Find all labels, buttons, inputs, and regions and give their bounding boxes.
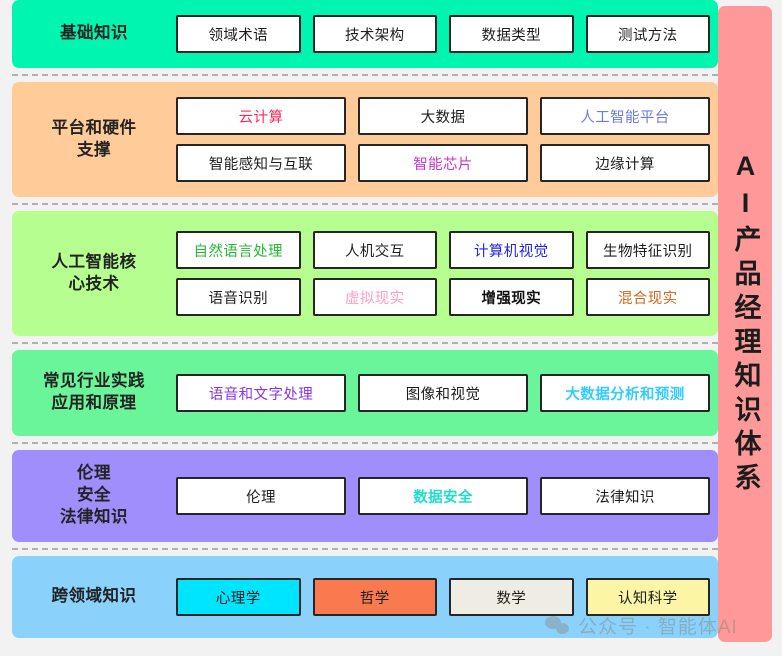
category-row-body: 伦理 安全 法律知识 伦理数据安全法律知识 [12,450,718,542]
topic-grid-line: 领域术语技术架构数据类型测试方法 [176,15,710,53]
category-label: 平台和硬件 支撑 [51,118,137,159]
category-row: 伦理 安全 法律知识 伦理数据安全法律知识 [12,450,718,542]
category-label: 基础知识 [60,24,128,43]
topic-chip[interactable]: 认知科学 [585,578,710,616]
topic-chip[interactable]: 人机交互 [312,231,437,269]
topic-grid: 领域术语技术架构数据类型测试方法 [176,15,718,53]
category-row: 基础知识 领域术语技术架构数据类型测试方法 [12,0,718,68]
category-row: 常见行业实践 应用和原理语音和文字处理图像和视觉大数据分析和预测 [12,350,718,436]
row-stack: 基础知识领域术语技术架构数据类型测试方法平台和硬件 支撑云计算大数据人工智能平台… [12,0,718,656]
topic-chip[interactable]: 自然语言处理 [176,231,301,269]
topic-grid: 自然语言处理人机交互计算机视觉生物特征识别语音识别虚拟现实增强现实混合现实 [176,231,718,316]
topic-grid-line: 自然语言处理人机交互计算机视觉生物特征识别 [176,231,710,269]
vertical-title-bar: AI产品经理知识体系 [718,6,772,642]
topic-chip[interactable]: 混合现实 [585,278,710,316]
topic-chip[interactable]: 大数据 [358,97,528,135]
topic-chip[interactable]: 大数据分析和预测 [540,374,710,412]
row-separator [12,74,718,76]
category-row: 平台和硬件 支撑云计算大数据人工智能平台智能感知与互联智能芯片边缘计算 [12,82,718,197]
topic-chip[interactable]: 数据安全 [358,477,528,515]
category-row: 跨领域知识 心理学哲学数学认知科学 [12,556,718,638]
topic-chip[interactable]: 法律知识 [540,477,710,515]
topic-chip[interactable]: 图像和视觉 [358,374,528,412]
topic-grid: 语音和文字处理图像和视觉大数据分析和预测 [176,374,718,412]
category-row-body: 人工智能核 心技术自然语言处理人机交互计算机视觉生物特征识别语音识别虚拟现实增强… [12,211,718,336]
topic-chip[interactable]: 伦理 [176,477,346,515]
topic-chip[interactable]: 计算机视觉 [449,231,574,269]
topic-chip[interactable]: 语音识别 [176,278,301,316]
category-row-body: 平台和硬件 支撑云计算大数据人工智能平台智能感知与互联智能芯片边缘计算 [12,82,718,197]
category-row-body: 常见行业实践 应用和原理语音和文字处理图像和视觉大数据分析和预测 [12,350,718,436]
category-label: 跨领域知识 [51,587,137,606]
topic-chip[interactable]: 技术架构 [312,15,437,53]
topic-chip[interactable]: 心理学 [176,578,301,616]
topic-chip[interactable]: 哲学 [312,578,437,616]
topic-chip[interactable]: 测试方法 [585,15,710,53]
topic-grid-line: 语音和文字处理图像和视觉大数据分析和预测 [176,374,710,412]
row-separator [12,548,718,550]
category-label: 伦理 安全 法律知识 [60,464,128,526]
topic-chip[interactable]: 云计算 [176,97,346,135]
topic-grid-line: 伦理数据安全法律知识 [176,477,710,515]
topic-chip[interactable]: 领域术语 [176,15,301,53]
topic-grid-line: 语音识别虚拟现实增强现实混合现实 [176,278,710,316]
topic-chip[interactable]: 增强现实 [449,278,574,316]
topic-grid: 心理学哲学数学认知科学 [176,578,718,616]
category-row-body: 基础知识 领域术语技术架构数据类型测试方法 [12,0,718,68]
topic-grid: 云计算大数据人工智能平台智能感知与互联智能芯片边缘计算 [176,97,718,182]
topic-grid-line: 智能感知与互联智能芯片边缘计算 [176,144,710,182]
topic-chip[interactable]: 智能感知与互联 [176,144,346,182]
category-row-body: 跨领域知识 心理学哲学数学认知科学 [12,556,718,638]
category-row: 人工智能核 心技术自然语言处理人机交互计算机视觉生物特征识别语音识别虚拟现实增强… [12,211,718,336]
category-label: 人工智能核 心技术 [51,252,137,293]
row-separator [12,203,718,205]
topic-chip[interactable]: 数据类型 [449,15,574,53]
topic-grid-line: 心理学哲学数学认知科学 [176,578,710,616]
row-separator [12,442,718,444]
topic-chip[interactable]: 边缘计算 [540,144,710,182]
topic-chip[interactable]: 数学 [449,578,574,616]
topic-chip[interactable]: 语音和文字处理 [176,374,346,412]
category-label: 常见行业实践 应用和原理 [43,372,145,412]
vertical-title-text: AI产品经理知识体系 [730,151,761,497]
topic-chip[interactable]: 生物特征识别 [585,231,710,269]
topic-chip[interactable]: 人工智能平台 [540,97,710,135]
topic-grid: 伦理数据安全法律知识 [176,477,718,515]
row-separator [12,342,718,344]
topic-chip[interactable]: 虚拟现实 [312,278,437,316]
topic-chip[interactable]: 智能芯片 [358,144,528,182]
topic-grid-line: 云计算大数据人工智能平台 [176,97,710,135]
